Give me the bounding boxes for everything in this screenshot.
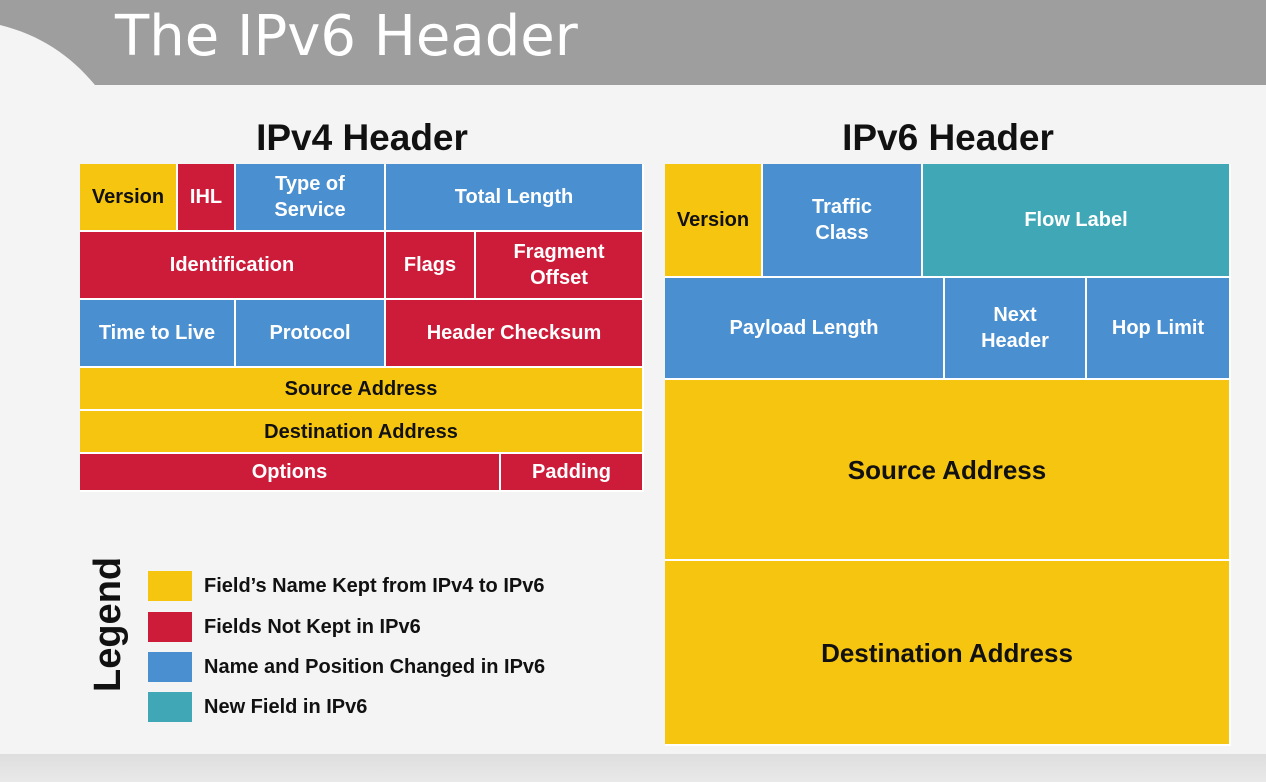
ipv4-field-source-address: Source Address [80,368,644,411]
ipv6-field-flow-label: Flow Label [923,164,1231,278]
legend-swatch-changed [148,652,192,682]
title-bar-shape [0,0,1266,85]
ipv4-field-version: Version [80,164,178,232]
ipv6-field-version: Version [665,164,763,278]
ipv4-field-padding: Padding [501,454,644,492]
ipv4-field-ihl: IHL [178,164,236,232]
legend-label-new: New Field in IPv6 [204,696,368,718]
legend-label-removed: Fields Not Kept in IPv6 [204,616,421,638]
legend-swatch-new [148,692,192,722]
bottom-bar [0,754,1266,782]
legend-swatch-removed [148,612,192,642]
ipv4-field-flags: Flags [386,232,476,300]
slide-title: The IPv6 Header [115,4,578,69]
ipv6-field-source-address: Source Address [665,380,1231,561]
ipv4-field-destination-address: Destination Address [80,411,644,454]
ipv4-field-total-length: Total Length [386,164,644,232]
legend-swatch-kept [148,571,192,601]
title-bar: The IPv6 Header [0,0,1266,85]
ipv6-field-payload-length: Payload Length [665,278,945,380]
ipv4-field-identification: Identification [80,232,386,300]
ipv6-field-hop-limit: Hop Limit [1087,278,1231,380]
ipv4-header-title: IPv4 Header [256,117,468,158]
legend-title: Legend [87,556,129,692]
ipv4-field-options: Options [80,454,501,492]
legend-label-kept: Field’s Name Kept from IPv4 to IPv6 [204,575,545,597]
ipv4-field-time-to-live: Time to Live [80,300,236,368]
ipv6-field-destination-address: Destination Address [665,561,1231,746]
ipv4-field-protocol: Protocol [236,300,386,368]
ipv4-field-header-checksum: Header Checksum [386,300,644,368]
ipv6-header-title: IPv6 Header [842,117,1054,158]
legend-label-changed: Name and Position Changed in IPv6 [204,656,546,678]
